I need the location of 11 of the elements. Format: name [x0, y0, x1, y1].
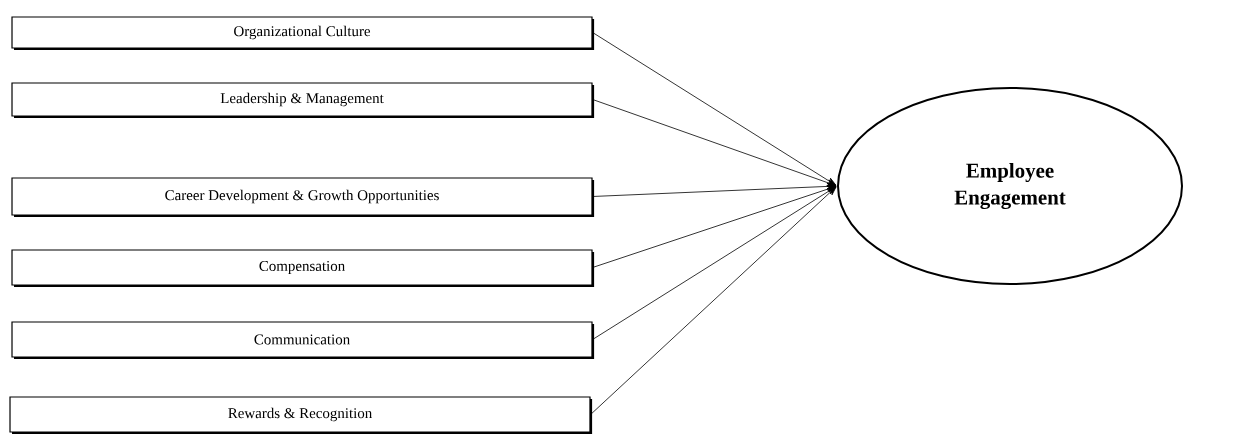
- text-box: Compensation: [11, 249, 595, 288]
- arrow: [592, 182, 837, 197]
- arrow: [590, 186, 837, 415]
- arrow: [592, 32, 837, 186]
- text-box: Rewards & Recognition: [9, 396, 593, 435]
- arrow: [592, 186, 837, 340]
- arrow: [592, 99, 837, 187]
- text-box: Organizational Culture: [11, 16, 595, 51]
- text-box: Communication: [11, 321, 595, 360]
- text-box: Leadership & Management: [11, 82, 595, 119]
- text-box: Career Development & Growth Opportunities: [11, 177, 595, 218]
